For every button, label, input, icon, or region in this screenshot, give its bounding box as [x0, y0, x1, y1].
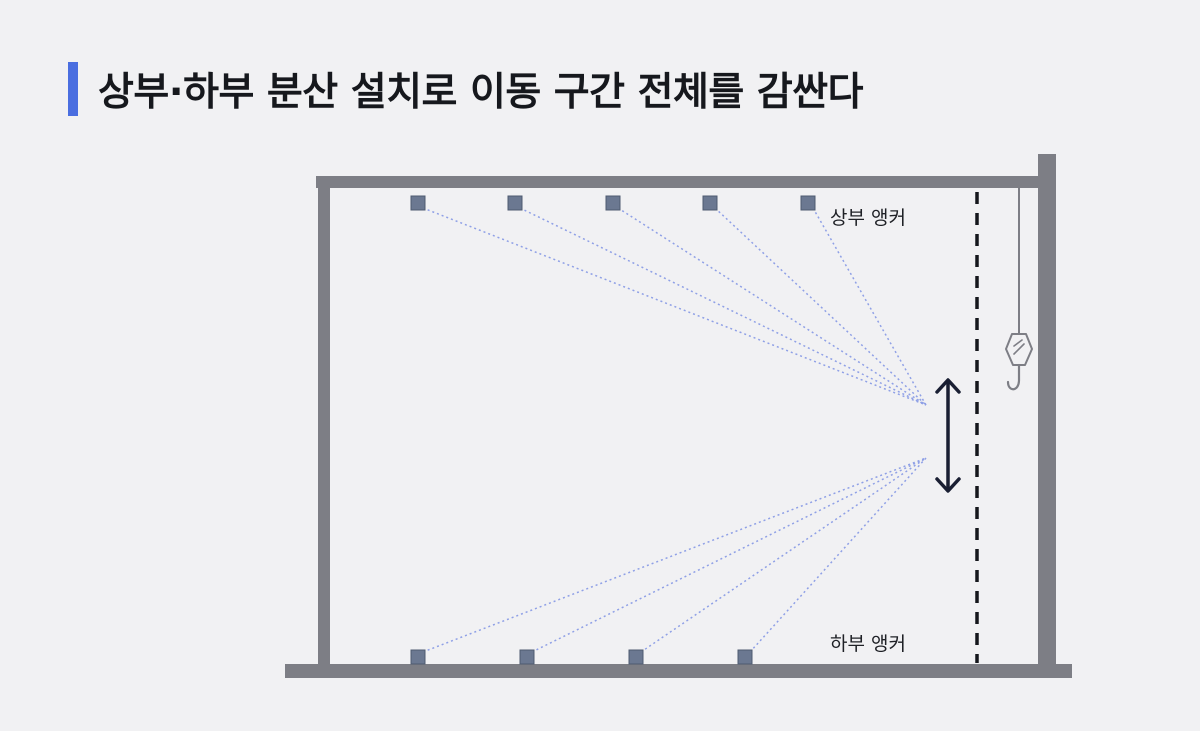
- upper-anchor: [507, 195, 523, 211]
- right-post: [1038, 154, 1056, 668]
- upper-link-line: [714, 207, 927, 406]
- lower-anchor-label: 하부 앵커: [830, 633, 906, 655]
- anchor-links: [422, 207, 927, 653]
- lower-anchor: [737, 649, 753, 665]
- title-accent-bar: [68, 62, 78, 116]
- upper-anchor-label: 상부 앵커: [830, 207, 906, 229]
- ground-beam: [285, 664, 1072, 678]
- lower-anchor-group: [410, 649, 753, 665]
- upper-link-line: [519, 207, 927, 406]
- upper-anchor: [702, 195, 718, 211]
- lower-anchor: [410, 649, 426, 665]
- upper-anchor: [800, 195, 816, 211]
- arrow-head-up: [935, 378, 961, 394]
- upper-anchor: [410, 195, 426, 211]
- upper-link-line: [812, 207, 927, 406]
- upper-link-line: [617, 207, 927, 406]
- lower-link-line: [640, 457, 927, 653]
- crane-hook-icon: [1005, 187, 1033, 391]
- hook-block-mark: [1013, 339, 1025, 355]
- lower-link-line: [749, 457, 927, 653]
- upper-anchor-group: [410, 195, 816, 211]
- hook-block: [1005, 333, 1033, 366]
- lower-link-line: [531, 457, 927, 653]
- hook-curve: [1006, 363, 1021, 391]
- page-title: 상부·하부 분산 설치로 이동 구간 전체를 감싼다: [98, 70, 864, 115]
- upper-link-line: [422, 207, 927, 406]
- double-arrow-icon: [935, 378, 961, 493]
- lower-link-line: [422, 457, 927, 653]
- arrow-head-down: [935, 477, 961, 493]
- lower-anchor: [519, 649, 535, 665]
- top-beam: [316, 176, 1042, 188]
- upper-anchor: [605, 195, 621, 211]
- title-block: 상부·하부 분산 설치로 이동 구간 전체를 감싼다: [68, 58, 864, 120]
- lower-anchor: [628, 649, 644, 665]
- frame: [285, 154, 1072, 678]
- left-post: [318, 180, 330, 668]
